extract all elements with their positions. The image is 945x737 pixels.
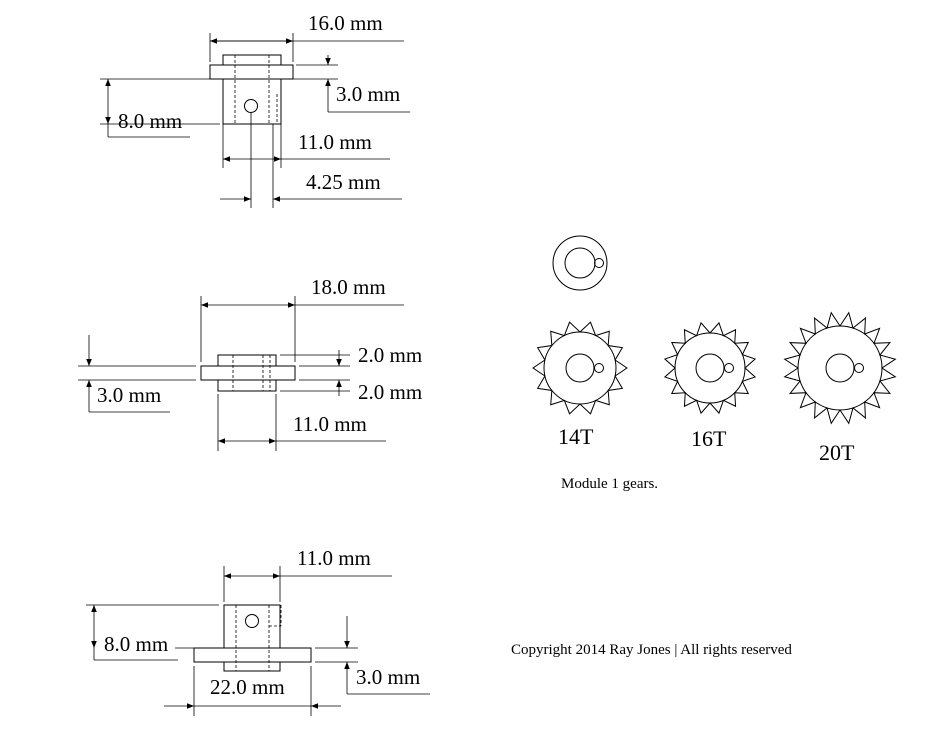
copyright-notice: Copyright 2014 Ray Jones | All rights re… xyxy=(511,642,792,658)
lower-hub-outline xyxy=(217,379,277,392)
dim-top-hub: 11.0 mm xyxy=(298,130,372,154)
view-top: 16.0 mm 3.0 mm 8.0 mm 11.0 mm 4.25 mm xyxy=(100,11,410,208)
upper-hub-outline xyxy=(217,354,277,367)
gears-caption: Module 1 gears. xyxy=(561,476,658,492)
gear-teeth xyxy=(532,321,628,415)
view-middle: 18.0 mm 2.0 mm 2.0 mm 3.0 mm 11.0 mm xyxy=(78,275,422,451)
dim-bottom-hub: 11.0 mm xyxy=(297,546,371,570)
gear-teeth xyxy=(783,311,897,425)
gear-bore xyxy=(695,353,725,383)
hub-body-outline xyxy=(223,604,281,649)
dim-middle-hub: 11.0 mm xyxy=(293,412,367,436)
dim-top-flange: 3.0 mm xyxy=(336,82,400,106)
gear-teeth xyxy=(663,321,757,415)
dim-middle-width: 18.0 mm xyxy=(311,275,386,299)
hub-top-view xyxy=(552,235,608,291)
set-screw-hole xyxy=(244,99,258,113)
dim-bottom-height: 8.0 mm xyxy=(104,632,168,656)
dim-bottom-flange: 3.0 mm xyxy=(356,665,420,689)
flange-outline xyxy=(209,64,294,80)
dim-top-width: 16.0 mm xyxy=(308,11,383,35)
hub-body-outline xyxy=(222,78,282,125)
dim-top-offset: 4.25 mm xyxy=(306,170,381,194)
gear-set-screw xyxy=(724,363,734,373)
gear-set-screw xyxy=(854,363,864,373)
gear-set-screw xyxy=(594,363,604,373)
gear-label-16t: 16T xyxy=(691,426,727,451)
lower-hub-outline xyxy=(223,661,281,672)
gear-root-circle xyxy=(543,331,617,405)
gear-bore xyxy=(565,353,595,383)
upper-hub-outline xyxy=(222,54,282,66)
dim-bottom-width: 22.0 mm xyxy=(210,675,285,699)
flange-outline xyxy=(200,365,296,381)
gear-label-14t: 14T xyxy=(558,424,594,449)
gear-14t xyxy=(532,321,628,415)
dim-middle-lower: 2.0 mm xyxy=(358,380,422,404)
dim-top-height: 8.0 mm xyxy=(118,109,182,133)
dim-middle-height: 3.0 mm xyxy=(97,383,161,407)
view-bottom: 11.0 mm 8.0 mm 22.0 mm 3.0 mm xyxy=(86,546,430,716)
gear-16t xyxy=(663,321,757,415)
gears-area: 14T 16T 20T Module 1 gears. xyxy=(532,235,897,492)
flange-outline xyxy=(193,647,312,663)
gear-label-20t: 20T xyxy=(819,440,855,465)
set-screw-hole xyxy=(245,614,259,628)
gear-bore xyxy=(825,353,855,383)
gear-20t xyxy=(783,311,897,425)
gear-root-circle xyxy=(797,325,883,411)
dim-middle-upper: 2.0 mm xyxy=(358,343,422,367)
gear-root-circle xyxy=(674,332,746,404)
